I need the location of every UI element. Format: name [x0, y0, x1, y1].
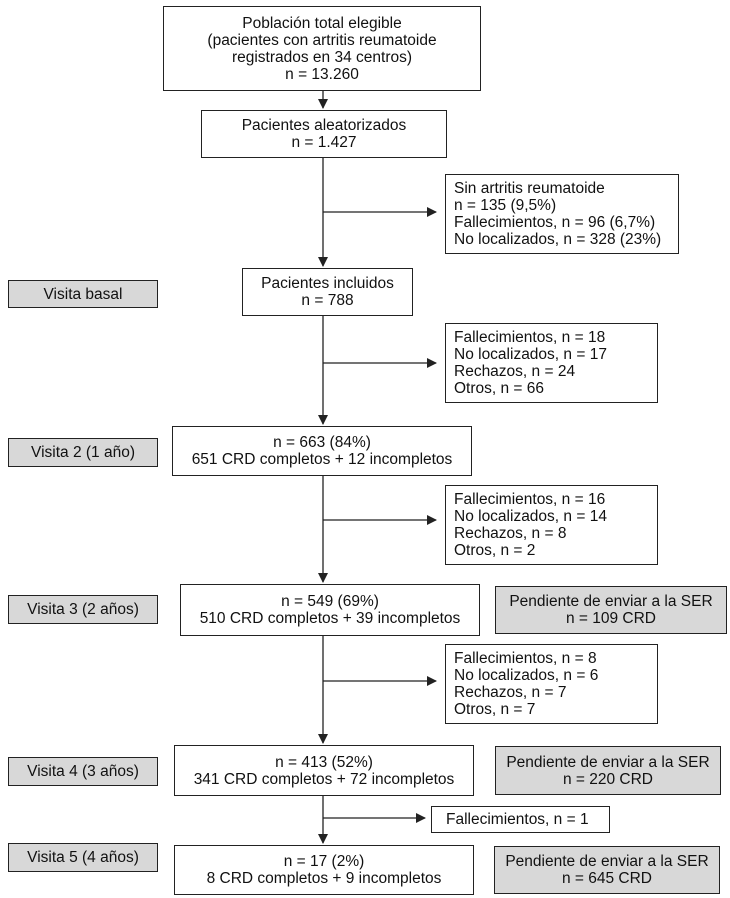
pending-3-line-1: Pendiente de enviar a la SER	[509, 593, 713, 610]
visit-3-line-2: 510 CRD completos + 39 incompletos	[199, 610, 461, 627]
stage-v2-text: Visita 2 (1 año)	[31, 444, 135, 461]
exclusion-3-line-3: Rechazos, n = 8	[454, 525, 567, 542]
stage-label-visit-5: Visita 5 (4 años)	[8, 843, 158, 872]
exclusion-2-line-3: Rechazos, n = 24	[454, 363, 576, 380]
visit-5-box: n = 17 (2%) 8 CRD completos + 9 incomple…	[174, 845, 474, 895]
exclusion-3-line-1: Fallecimientos, n = 16	[454, 491, 606, 508]
exclusion-4-line-4: Otros, n = 7	[454, 701, 536, 718]
randomized-line-2: n = 1.427	[291, 134, 357, 151]
exclusion-2-line-2: No localizados, n = 17	[454, 346, 607, 363]
stage-label-visit-2: Visita 2 (1 año)	[8, 438, 158, 467]
pending-5-line-2: n = 645 CRD	[561, 870, 653, 887]
stage-label-visit-3: Visita 3 (2 años)	[8, 595, 158, 624]
stage-label-basal: Visita basal	[8, 280, 158, 308]
included-line-2: n = 788	[301, 292, 354, 309]
exclusion-1-line-3: Fallecimientos, n = 96 (6,7%)	[454, 214, 656, 231]
exclusion-box-4: Fallecimientos, n = 8 No localizados, n …	[445, 644, 658, 724]
pending-4-line-1: Pendiente de enviar a la SER	[506, 753, 710, 771]
exclusion-3-line-4: Otros, n = 2	[454, 542, 536, 559]
visit-4-line-1: n = 413 (52%)	[275, 753, 373, 771]
exclusion-box-5: Fallecimientos, n = 1	[431, 806, 610, 833]
pending-4-line-2: n = 220 CRD	[562, 770, 654, 788]
pending-box-visit-5: Pendiente de enviar a la SER n = 645 CRD	[494, 846, 720, 894]
stage-basal-text: Visita basal	[43, 285, 123, 303]
eligible-line-4: n = 13.260	[285, 65, 359, 83]
included-line-1: Pacientes incluidos	[261, 275, 394, 292]
exclusion-2-line-4: Otros, n = 66	[454, 380, 545, 397]
exclusion-box-1: Sin artritis reumatoide n = 135 (9,5%) F…	[445, 174, 679, 254]
exclusion-1-line-2: n = 135 (9,5%)	[454, 197, 557, 214]
visit-2-line-2: 651 CRD completos + 12 incompletos	[191, 451, 453, 468]
exclusion-4-line-2: No localizados, n = 6	[454, 667, 599, 684]
visit-3-box: n = 549 (69%) 510 CRD completos + 39 inc…	[180, 584, 480, 636]
pending-5-line-1: Pendiente de enviar a la SER	[505, 853, 709, 870]
visit-5-line-2: 8 CRD completos + 9 incompletos	[206, 870, 442, 887]
visit-4-box: n = 413 (52%) 341 CRD completos + 72 inc…	[174, 745, 474, 796]
stage-v4-text: Visita 4 (3 años)	[27, 763, 139, 780]
visit-3-line-1: n = 549 (69%)	[281, 593, 379, 610]
exclusion-1-line-1: Sin artritis reumatoide	[454, 180, 605, 197]
exclusion-4-line-3: Rechazos, n = 7	[454, 684, 567, 701]
pending-box-visit-4: Pendiente de enviar a la SER n = 220 CRD	[495, 746, 721, 795]
exclusion-2-line-1: Fallecimientos, n = 18	[454, 329, 606, 346]
randomized-line-1: Pacientes aleatorizados	[241, 117, 407, 134]
exclusion-1-line-4: No localizados, n = 328 (23%)	[454, 231, 662, 248]
pending-3-line-2: n = 109 CRD	[565, 610, 657, 627]
visit-4-line-2: 341 CRD completos + 72 incompletos	[193, 770, 455, 788]
randomized-box: Pacientes aleatorizados n = 1.427	[201, 110, 447, 158]
visit-2-line-1: n = 663 (84%)	[273, 434, 371, 451]
stage-v3-text: Visita 3 (2 años)	[27, 601, 139, 618]
visit-2-box: n = 663 (84%) 651 CRD completos + 12 inc…	[172, 426, 472, 476]
exclusion-5-line-1: Fallecimientos, n = 1	[446, 811, 589, 828]
stage-v5-text: Visita 5 (4 años)	[27, 849, 139, 866]
eligible-line-1: Población total elegible	[242, 14, 402, 32]
eligible-line-2: (pacientes con artritis reumatoide	[207, 31, 437, 49]
exclusion-4-line-1: Fallecimientos, n = 8	[454, 650, 597, 667]
exclusion-box-2: Fallecimientos, n = 18 No localizados, n…	[445, 323, 658, 403]
exclusion-3-line-2: No localizados, n = 14	[454, 508, 607, 525]
eligible-population-box: Población total elegible (pacientes con …	[163, 6, 481, 91]
exclusion-box-3: Fallecimientos, n = 16 No localizados, n…	[445, 485, 658, 565]
eligible-line-3: registrados en 34 centros)	[231, 48, 413, 66]
included-box: Pacientes incluidos n = 788	[242, 268, 413, 316]
visit-5-line-1: n = 17 (2%)	[283, 853, 365, 870]
pending-box-visit-3: Pendiente de enviar a la SER n = 109 CRD	[495, 586, 727, 634]
stage-label-visit-4: Visita 4 (3 años)	[8, 757, 158, 786]
